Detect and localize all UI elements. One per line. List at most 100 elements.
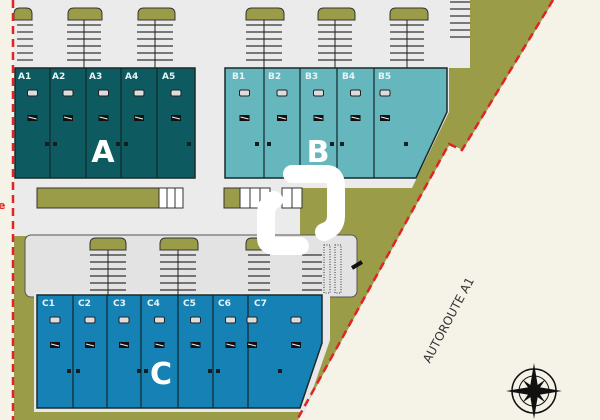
- parking-trees: [13, 7, 429, 251]
- door-mark: [99, 116, 108, 120]
- access-point-icon: [216, 369, 220, 373]
- access-point-icon: [187, 142, 191, 146]
- unit-c5[interactable]: C5: [177, 295, 212, 408]
- window-icon: [190, 316, 201, 324]
- unit-b2[interactable]: B2: [263, 68, 288, 178]
- building-c: C1 C2 C3 C4 C5 C6 C7C: [36, 294, 323, 409]
- building-letter: A: [91, 135, 115, 170]
- unit-label: C3: [113, 299, 126, 309]
- window-icon: [133, 89, 145, 97]
- access-point-icon: [144, 369, 148, 373]
- access-point-icon: [67, 369, 71, 373]
- window-icon: [49, 316, 61, 324]
- unit-label: C2: [78, 299, 91, 309]
- unit-label: B3: [305, 72, 318, 82]
- door-mark: [28, 116, 37, 120]
- building-a-planter: [36, 187, 160, 209]
- door-mark: [277, 116, 287, 120]
- unit-label: A3: [89, 72, 102, 82]
- door-mark: [291, 343, 301, 347]
- window-icon: [98, 89, 109, 97]
- building-footprint: [36, 294, 323, 409]
- property-boundary-east: [295, 0, 555, 420]
- bike-rack: [323, 244, 364, 294]
- access-point-icon: [404, 142, 408, 146]
- door-mark: [85, 343, 95, 347]
- tree-planter: [389, 7, 429, 21]
- unit-label: A4: [125, 72, 138, 82]
- door-mark: [314, 116, 323, 120]
- door-mark: [119, 343, 129, 347]
- unit-a2[interactable]: A2: [49, 68, 74, 178]
- window-icon: [27, 89, 38, 97]
- unit-label: A1: [18, 72, 31, 82]
- unit-b4[interactable]: B4: [336, 68, 361, 178]
- unit-a1[interactable]: A1: [18, 72, 49, 146]
- window-icon: [379, 89, 391, 97]
- window-icon: [350, 89, 361, 97]
- access-point-icon: [116, 142, 120, 146]
- unit-a3[interactable]: A3: [85, 68, 120, 178]
- door-mark: [380, 116, 390, 120]
- parking-stripes: [17, 1, 470, 299]
- door-mark: [351, 116, 360, 120]
- unit-label: B2: [268, 72, 281, 82]
- unit-label: C7: [254, 299, 267, 309]
- unit-c7[interactable]: C7: [246, 295, 302, 408]
- access-point-icon: [208, 369, 212, 373]
- building-a-stalls: [158, 187, 184, 209]
- unit-c6[interactable]: C6: [212, 295, 236, 408]
- tree-planter: [317, 7, 356, 21]
- building-b: B1 B2 B3 B4 B5B: [224, 67, 448, 179]
- logo-mark: [257, 165, 345, 255]
- access-point-icon: [278, 369, 282, 373]
- door-mark: [134, 116, 144, 120]
- tree-planter: [137, 7, 176, 21]
- window-icon: [170, 89, 182, 97]
- window-icon: [84, 316, 96, 324]
- unit-c3[interactable]: C3: [106, 295, 141, 408]
- unit-label: B5: [378, 72, 391, 82]
- window-icon: [225, 316, 236, 324]
- unit-label: C4: [147, 299, 160, 309]
- door-mark: [226, 343, 235, 347]
- unit-b5[interactable]: B5: [373, 68, 408, 178]
- tree-planter: [13, 7, 33, 21]
- tree-planter: [245, 7, 285, 21]
- window-icon: [290, 316, 302, 324]
- unit-label: B4: [342, 72, 355, 82]
- access-point-icon: [53, 142, 57, 146]
- unit-c1[interactable]: C1: [42, 299, 71, 373]
- access-point-icon: [255, 142, 259, 146]
- building-a: A1 A2 A3 A4 A5A: [14, 67, 196, 179]
- unit-a5[interactable]: A5: [156, 68, 191, 178]
- unit-b1[interactable]: B1: [232, 72, 259, 146]
- door-mark: [191, 343, 200, 347]
- door-mark: [171, 116, 181, 120]
- unit-c4[interactable]: C4: [140, 295, 165, 408]
- building-letter: B: [307, 135, 330, 170]
- unit-label: C5: [183, 299, 196, 309]
- unit-a4[interactable]: A4: [120, 68, 145, 178]
- edge-text: e: [0, 199, 5, 212]
- access-point-icon: [330, 142, 334, 146]
- window-icon: [118, 316, 130, 324]
- door-mark: [155, 343, 164, 347]
- access-point-icon: [340, 142, 344, 146]
- unit-label: C6: [218, 299, 231, 309]
- window-icon: [62, 89, 74, 97]
- unit-c2[interactable]: C2: [72, 295, 96, 408]
- compass-rose-icon: [506, 363, 562, 419]
- unit-label: A5: [162, 72, 175, 82]
- unit-label: C1: [42, 299, 55, 309]
- access-point-icon: [45, 142, 49, 146]
- unit-label: A2: [52, 72, 65, 82]
- unit-b3[interactable]: B3: [299, 68, 334, 178]
- door-mark: [247, 343, 257, 347]
- building-footprint: [224, 67, 448, 179]
- building-letter: C: [150, 357, 172, 392]
- window-icon: [154, 316, 165, 324]
- access-point-icon: [137, 369, 141, 373]
- door-mark: [63, 116, 73, 120]
